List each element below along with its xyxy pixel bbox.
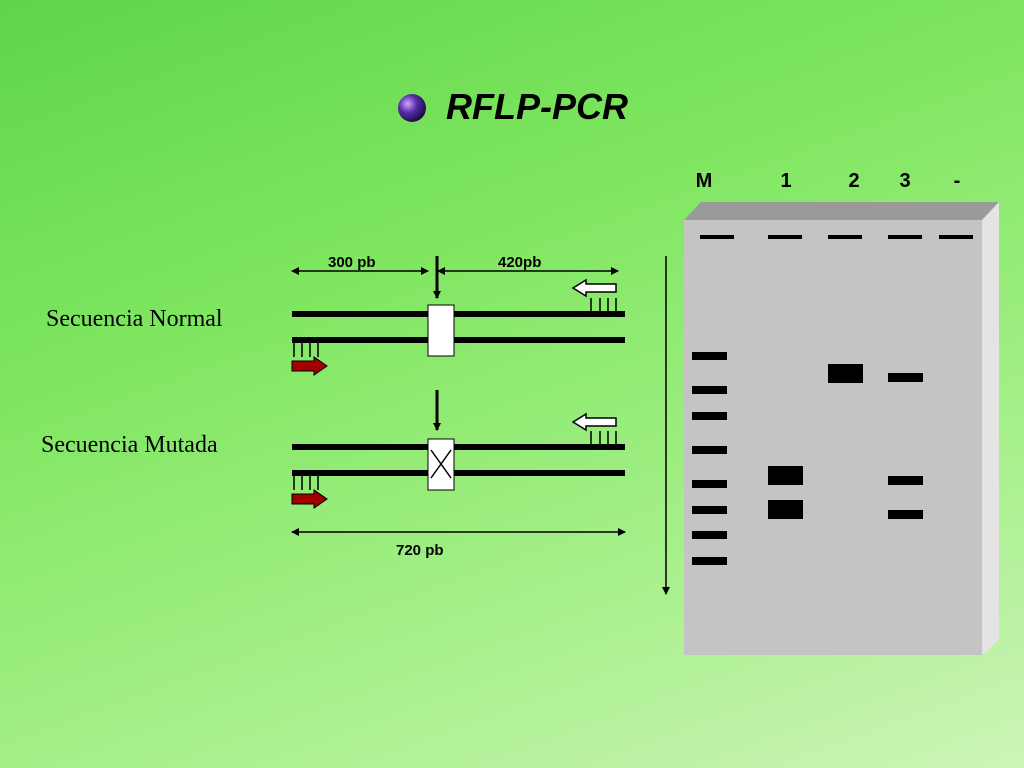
lane-label-2: 2	[848, 170, 860, 192]
well-lane-negative	[939, 235, 973, 239]
purple-sphere-bullet-icon	[398, 94, 426, 122]
forward-primer-icon	[291, 343, 328, 376]
slide-title: RFLP-PCR	[446, 86, 628, 127]
gel-front-face	[684, 220, 982, 655]
lane-1-band-upper	[768, 466, 803, 485]
ladder-band	[692, 352, 727, 360]
mutated-sequence	[291, 390, 626, 536]
lane-label-1: 1	[780, 170, 792, 192]
mutation-cross-icon	[430, 449, 452, 479]
marker-ladder	[692, 352, 727, 565]
lane-3-band-bottom	[888, 510, 923, 519]
well-lane-3	[888, 235, 922, 239]
gel-side-face	[982, 202, 999, 655]
lane-label-negative: -	[953, 170, 961, 192]
electrophoresis-gel	[662, 202, 999, 655]
lane-2-band	[828, 364, 863, 383]
full-length-size: 720 pb	[396, 542, 444, 559]
fragment-left-size: 300 pb	[328, 254, 376, 271]
ladder-band	[692, 386, 727, 394]
ladder-band	[692, 557, 727, 565]
ladder-band	[692, 531, 727, 539]
reverse-primer-icon	[571, 278, 617, 312]
lane-label-marker: M	[695, 170, 713, 192]
well-lane-2	[828, 235, 862, 239]
lane-3-band-top	[888, 373, 923, 382]
ladder-band	[692, 506, 727, 514]
reverse-primer-icon-mutated	[571, 412, 617, 445]
restriction-site-box	[427, 304, 455, 357]
forward-primer-icon-mutated	[291, 476, 328, 509]
lane-3-band-middle	[888, 476, 923, 485]
ladder-band	[692, 446, 727, 454]
normal-sequence	[291, 256, 625, 376]
gel-top-face	[684, 202, 999, 220]
lane-1-band-lower	[768, 500, 803, 519]
normal-sequence-label: Secuencia Normal	[46, 306, 223, 332]
lane-label-3: 3	[899, 170, 911, 192]
well-lane-1	[768, 235, 802, 239]
well-marker	[700, 235, 734, 239]
ladder-band	[692, 480, 727, 488]
ladder-band	[692, 412, 727, 420]
mutated-sequence-label: Secuencia Mutada	[41, 432, 218, 458]
fragment-right-size: 420pb	[498, 254, 542, 271]
